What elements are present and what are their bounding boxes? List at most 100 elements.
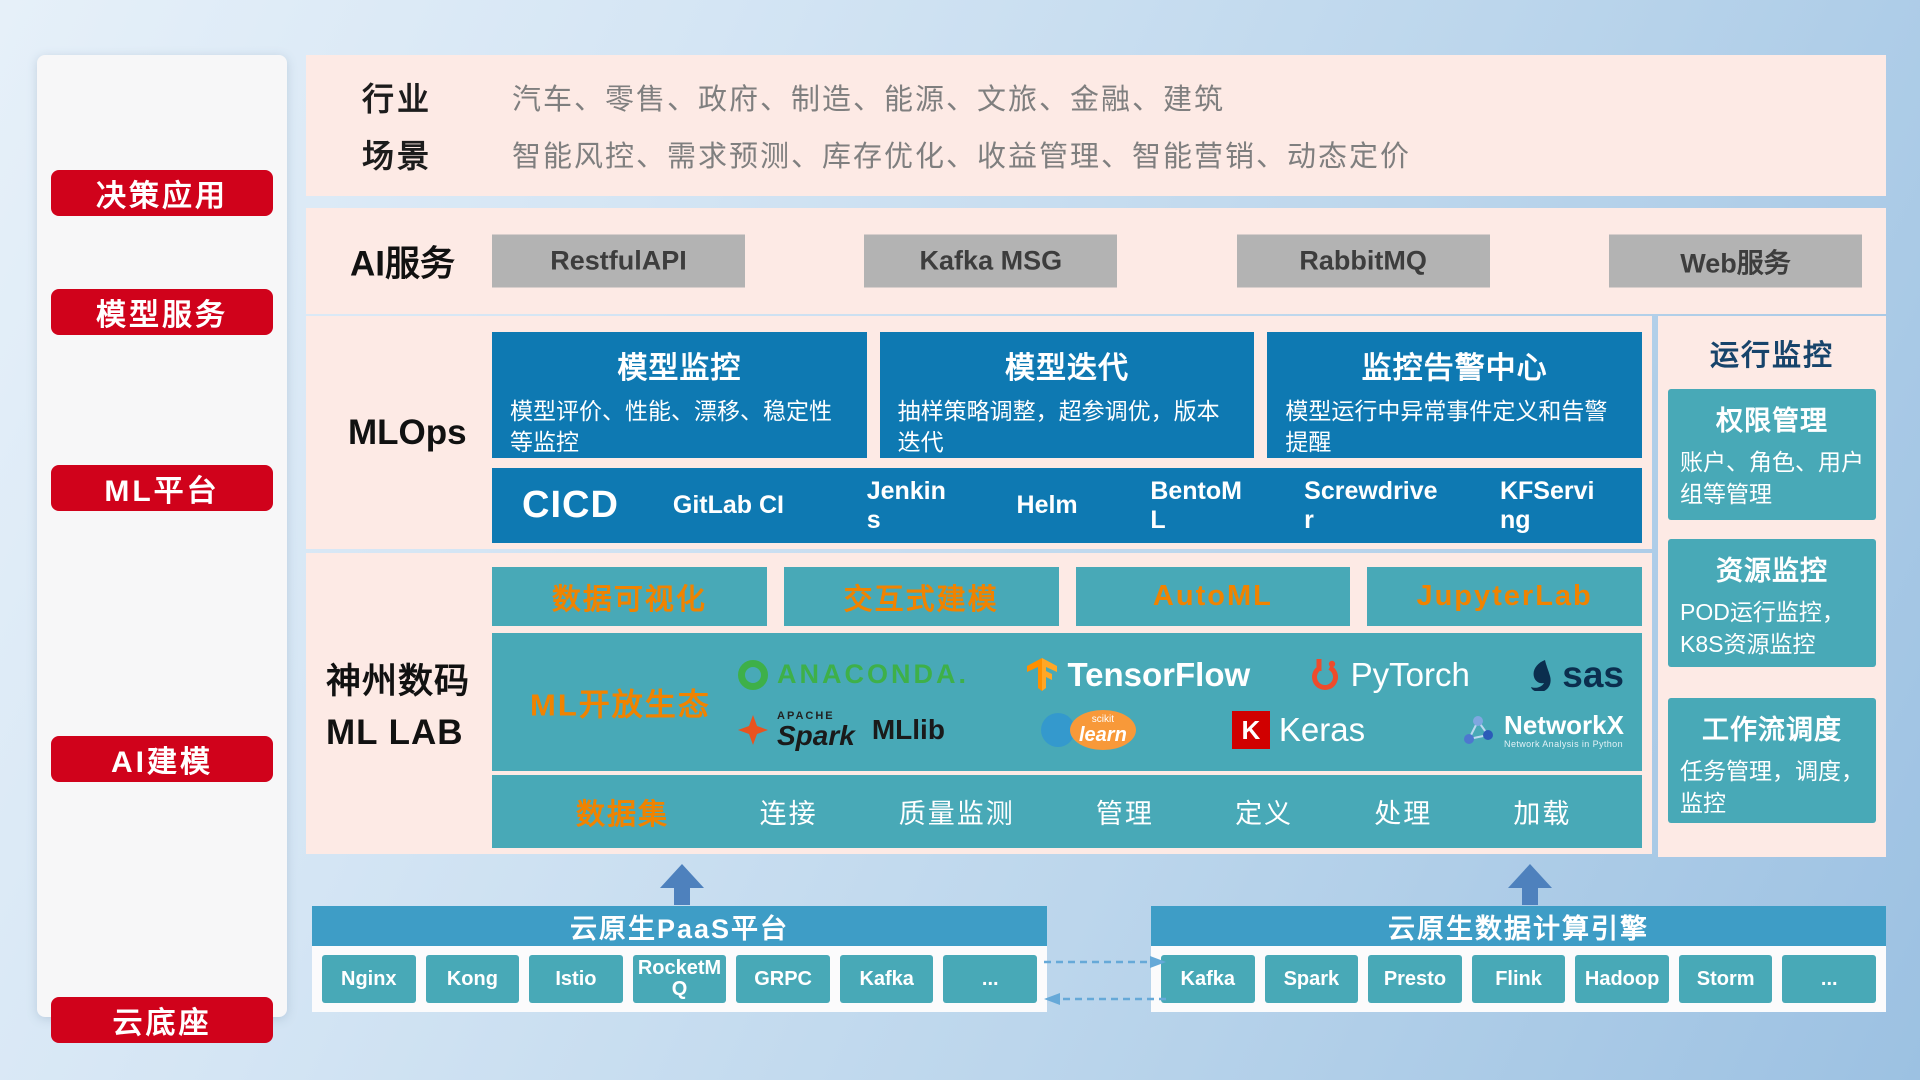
run-monitoring-panel: 运行监控 权限管理 账户、角色、用户组等管理 资源监控 POD运行监控，K8S资…: [1658, 316, 1886, 857]
spark-mllib-logo: APACHE Spark MLlib: [738, 710, 945, 750]
card-title: 监控告警中心: [1361, 352, 1548, 385]
data-engine-bar: 云原生数据计算引擎: [1151, 906, 1886, 946]
card-title: 模型监控: [617, 352, 742, 385]
interactive-modeling-chip: 交互式建模: [783, 567, 1059, 626]
mlops-panel: MLOps 模型监控 模型评价、性能、漂移、稳定性等监控 模型迭代 抽样策略调整…: [306, 316, 1652, 549]
logo-row-2: APACHE Spark MLlib scikit learn K: [738, 710, 1624, 751]
scenario-label: 场景: [362, 138, 433, 174]
cicd-item-kfserving: KFServing: [1499, 476, 1595, 534]
ml-lab-tools: 数据可视化 交互式建模 AutoML JupyterLab: [492, 567, 1642, 626]
ml-lab-label-line1: 神州数码: [326, 662, 471, 701]
ai-service-buttons: RestfulAPI Kafka MSG RabbitMQ Web服务: [492, 234, 1862, 288]
dataset-item-define: 定义: [1235, 799, 1294, 829]
up-arrow-left: [660, 864, 704, 905]
cicd-item-jenkins: Jenkins: [866, 476, 946, 534]
pytorch-icon: [1311, 658, 1338, 690]
card-desc: 任务管理，调度，监控: [1680, 758, 1864, 817]
card-title: 模型迭代: [1005, 352, 1129, 385]
data-engine-group: 云原生数据计算引擎 Kafka Spark Presto Flink Hadoo…: [1151, 906, 1886, 1012]
arrow-head: [1508, 864, 1552, 888]
sas-logo: sas: [1527, 654, 1624, 696]
dataset-item-connect: 连接: [759, 799, 818, 829]
alert-center-card: 监控告警中心 模型运行中异常事件定义和告警提醒: [1267, 332, 1643, 458]
card-title: 资源监控: [1716, 556, 1828, 586]
sidebar-item-decision-apps: 决策应用: [51, 170, 273, 216]
networkx-icon: [1464, 716, 1494, 745]
spark-chip: Spark: [1264, 955, 1359, 1003]
up-arrow-right: [1508, 864, 1552, 905]
card-desc: 模型运行中异常事件定义和告警提醒: [1285, 398, 1608, 456]
more-chip: ...: [1782, 955, 1877, 1003]
tensorflow-logo: TensorFlow: [1026, 656, 1250, 694]
dataset-item-quality: 质量监测: [898, 799, 1015, 829]
industry-label: 行业: [362, 81, 433, 117]
mlops-label: MLOps: [348, 412, 467, 452]
hadoop-chip: Hadoop: [1575, 955, 1669, 1003]
nginx-chip: Nginx: [322, 955, 416, 1003]
ml-lab-label-line2: ML LAB: [326, 712, 464, 752]
cicd-item-gitlab-ci: GitLab CI: [672, 491, 784, 520]
cicd-label: CICD: [522, 484, 619, 526]
permission-mgmt-card: 权限管理 账户、角色、用户组等管理: [1668, 389, 1876, 520]
arrow-shaft: [1522, 888, 1538, 905]
kafka-msg-box: Kafka MSG: [864, 234, 1118, 288]
dataset-items: 连接 质量监测 管理 定义 处理 加载: [719, 792, 1612, 831]
cicd-item-screwdriver: Screwdriver: [1304, 476, 1438, 534]
automl-chip: AutoML: [1075, 567, 1351, 626]
card-title: 工作流调度: [1702, 715, 1842, 745]
data-flow-arrows: [1044, 956, 1166, 1005]
ecosystem-logos: ANACONDA. TensorFlow: [738, 639, 1624, 765]
model-monitoring-card: 模型监控 模型评价、性能、漂移、稳定性等监控: [492, 332, 867, 458]
anaconda-logo: ANACONDA.: [738, 659, 969, 690]
arrow-head: [660, 864, 704, 888]
ml-lab-label: 神州数码 ML LAB: [326, 657, 470, 759]
dataset-row: 数据集 连接 质量监测 管理 定义 处理 加载: [492, 775, 1642, 848]
card-desc: POD运行监控，K8S资源监控: [1680, 599, 1845, 658]
storm-chip: Storm: [1678, 955, 1773, 1003]
rocketmq-chip: RocketMQ: [632, 955, 727, 1003]
industry-row: 行业 汽车、零售、政府、制造、能源、文旅、金融、建筑: [362, 74, 1866, 120]
keras-icon: K: [1231, 711, 1270, 750]
rabbitmq-box: RabbitMQ: [1236, 234, 1490, 288]
sidebar-item-ml-platform: ML平台: [51, 465, 273, 511]
flink-chip: Flink: [1471, 955, 1566, 1003]
ml-lab-panel: 神州数码 ML LAB 数据可视化 交互式建模 AutoML JupyterLa…: [306, 553, 1652, 854]
logo-row-1: ANACONDA. TensorFlow: [738, 654, 1624, 696]
grpc-chip: GRPC: [736, 955, 830, 1003]
dataset-item-manage: 管理: [1095, 799, 1154, 829]
model-iteration-card: 模型迭代 抽样策略调整，超参调优，版本迭代: [879, 332, 1255, 458]
workflow-scheduler-card: 工作流调度 任务管理，调度，监控: [1668, 698, 1876, 823]
industry-scenario-panel: 行业 汽车、零售、政府、制造、能源、文旅、金融、建筑 场景 智能风控、需求预测、…: [306, 55, 1886, 196]
sas-icon: [1531, 659, 1551, 691]
cicd-bar: CICD GitLab CI Jenkins Helm BentoML Scre…: [492, 468, 1642, 543]
mlops-cards: 模型监控 模型评价、性能、漂移、稳定性等监控 模型迭代 抽样策略调整，超参调优，…: [492, 332, 1643, 458]
card-title: 权限管理: [1716, 406, 1828, 436]
paas-components: Nginx Kong Istio RocketMQ GRPC Kafka ...: [312, 946, 1047, 1012]
run-monitoring-title: 运行监控: [1709, 340, 1834, 372]
kafka-chip: Kafka: [1161, 955, 1255, 1003]
kong-chip: Kong: [425, 955, 520, 1003]
paas-platform-bar: 云原生PaaS平台: [312, 906, 1047, 946]
cicd-items: GitLab CI Jenkins Helm BentoML Screwdriv…: [673, 477, 1608, 535]
card-desc: 账户、角色、用户组等管理: [1680, 449, 1864, 508]
dataset-item-process: 处理: [1374, 799, 1433, 829]
spark-icon: [738, 715, 768, 746]
jupyterlab-chip: JupyterLab: [1367, 567, 1642, 626]
kafka-chip: Kafka: [839, 955, 934, 1003]
cicd-item-bentoml: BentoML: [1150, 476, 1242, 534]
tensorflow-icon: [1027, 657, 1058, 691]
ai-service-panel: AI服务 RestfulAPI Kafka MSG RabbitMQ Web服务: [306, 208, 1886, 314]
card-desc: 抽样策略调整，超参调优，版本迭代: [897, 398, 1220, 456]
more-chip: ...: [943, 955, 1038, 1003]
data-visualization-chip: 数据可视化: [492, 567, 767, 626]
engine-components: Kafka Spark Presto Flink Hadoop Storm ..…: [1151, 946, 1886, 1012]
industry-value: 汽车、零售、政府、制造、能源、文旅、金融、建筑: [512, 84, 1226, 116]
ai-service-label: AI服务: [350, 244, 456, 284]
sidebar-item-cloud-base: 云底座: [51, 997, 273, 1043]
restful-api-box: RestfulAPI: [492, 234, 745, 288]
card-desc: 模型评价、性能、漂移、稳定性等监控: [510, 398, 832, 456]
istio-chip: Istio: [529, 955, 623, 1003]
networkx-logo: NetworkX Network Analysis in Python: [1461, 711, 1624, 749]
cicd-item-helm: Helm: [1016, 491, 1078, 520]
presto-chip: Presto: [1368, 955, 1462, 1003]
